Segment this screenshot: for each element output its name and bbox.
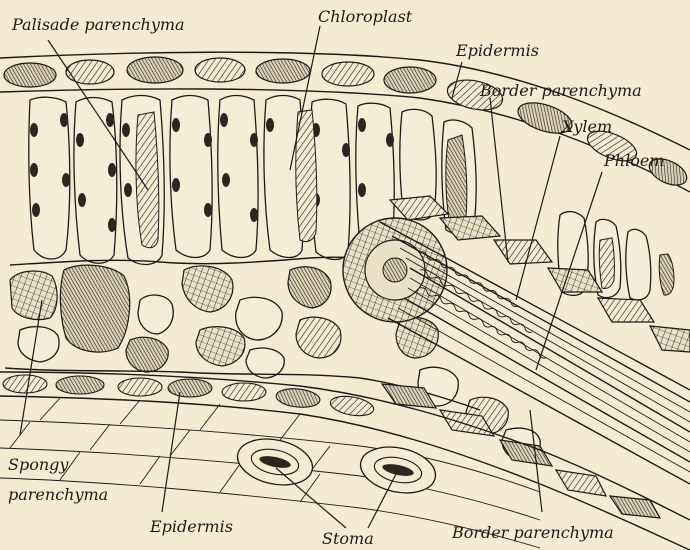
label-xylem: Xylem [560, 117, 612, 136]
stoma-right [356, 441, 439, 500]
label-epidermis-lower: Epidermis [149, 517, 233, 536]
label-border-parenchyma-lower: Border parenchyma [451, 523, 614, 542]
label-spongy-line1: Spongy [8, 455, 69, 474]
label-phloem: Phloem [603, 151, 664, 170]
leader-phloem [536, 172, 602, 370]
stoma-left [233, 433, 316, 492]
label-chloroplast: Chloroplast [318, 7, 413, 26]
label-palisade-parenchyma: Palisade parenchyma [11, 15, 185, 34]
leader-border-parenchyma-upper [490, 98, 508, 262]
leader-spongy-parenchyma [20, 300, 42, 435]
label-stoma: Stoma [322, 529, 374, 548]
leader-epidermis-lower [162, 392, 180, 512]
border-parenchyma-lower-cells [382, 384, 660, 518]
label-epidermis-upper: Epidermis [455, 41, 539, 60]
leader-stoma-left [276, 468, 346, 528]
label-border-parenchyma-upper: Border parenchyma [479, 81, 642, 100]
label-spongy-line2: parenchyma [8, 485, 108, 504]
